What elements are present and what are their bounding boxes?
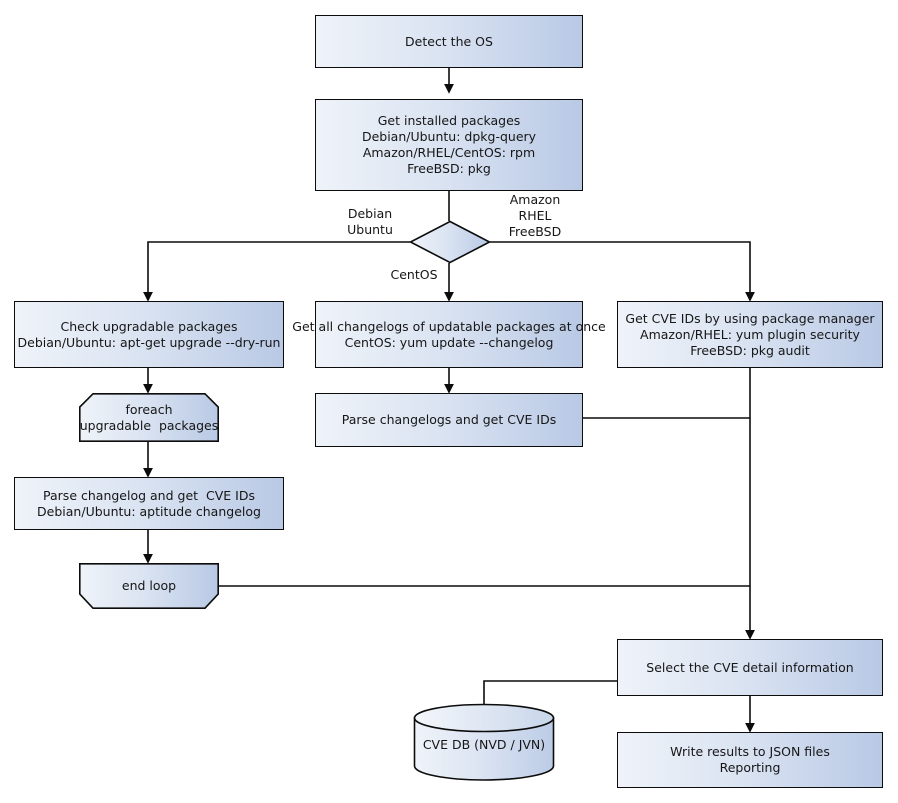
node-select-cve-detail-label: Select the CVE detail information bbox=[646, 659, 854, 675]
edge-decision-left-debian bbox=[143, 241, 410, 302]
node-end-loop-label: end loop bbox=[121, 578, 177, 593]
node-get-cve-ids-pkgmgr-label: Get CVE IDs by using package manager Ama… bbox=[625, 310, 875, 358]
node-write-results-label: Write results to JSON files Reporting bbox=[670, 744, 830, 775]
node-detect-os[interactable]: Detect the OS bbox=[315, 15, 583, 68]
node-parse-changelog-debian[interactable]: Parse changelog and get CVE IDs Debian/U… bbox=[14, 477, 284, 530]
node-write-results[interactable]: Write results to JSON files Reporting bbox=[617, 732, 883, 788]
node-parse-changelogs-centos[interactable]: Parse changelogs and get CVE IDs bbox=[315, 393, 583, 447]
node-check-upgradable-label: Check upgradable packages Debian/Ubuntu:… bbox=[17, 318, 281, 350]
node-os-decision[interactable] bbox=[408, 220, 492, 264]
node-parse-changelogs-centos-label: Parse changelogs and get CVE IDs bbox=[341, 412, 557, 427]
node-select-cve-detail[interactable]: Select the CVE detail information bbox=[617, 639, 883, 696]
node-cve-db[interactable]: CVE DB (NVD / JVN) bbox=[413, 703, 555, 781]
node-check-upgradable[interactable]: Check upgradable packages Debian/Ubuntu:… bbox=[14, 301, 284, 368]
node-detect-os-label: Detect the OS bbox=[405, 33, 493, 49]
node-get-installed-packages[interactable]: Get installed packages Debian/Ubuntu: dp… bbox=[315, 99, 583, 191]
node-foreach-loop-start-label: foreach upgradable packages bbox=[79, 401, 219, 433]
node-cve-db-label: CVE DB (NVD / JVN) bbox=[422, 737, 546, 752]
node-get-all-changelogs[interactable]: Get all changelogs of updatable packages… bbox=[292, 301, 606, 368]
edge-label-centos: CentOS bbox=[390, 267, 438, 282]
loop-end-shape bbox=[79, 563, 219, 610]
node-parse-changelog-debian-label: Parse changelog and get CVE IDs Debian/U… bbox=[37, 487, 261, 519]
node-foreach-loop-start[interactable]: foreach upgradable packages bbox=[79, 393, 219, 443]
node-get-all-changelogs-label: Get all changelogs of updatable packages… bbox=[292, 318, 606, 350]
diamond-shape bbox=[408, 220, 492, 264]
edge-label-debian-ubuntu: Debian Ubuntu bbox=[347, 206, 393, 237]
edge-decision-right-amazon bbox=[490, 241, 755, 302]
loop-start-shape bbox=[79, 393, 219, 443]
node-get-cve-ids-pkgmgr[interactable]: Get CVE IDs by using package manager Ama… bbox=[617, 301, 883, 368]
node-end-loop[interactable]: end loop bbox=[79, 563, 219, 610]
node-get-installed-packages-label: Get installed packages Debian/Ubuntu: dp… bbox=[361, 113, 537, 176]
edge-label-amazon-rhel-freebsd: Amazon RHEL FreeBSD bbox=[508, 192, 562, 239]
